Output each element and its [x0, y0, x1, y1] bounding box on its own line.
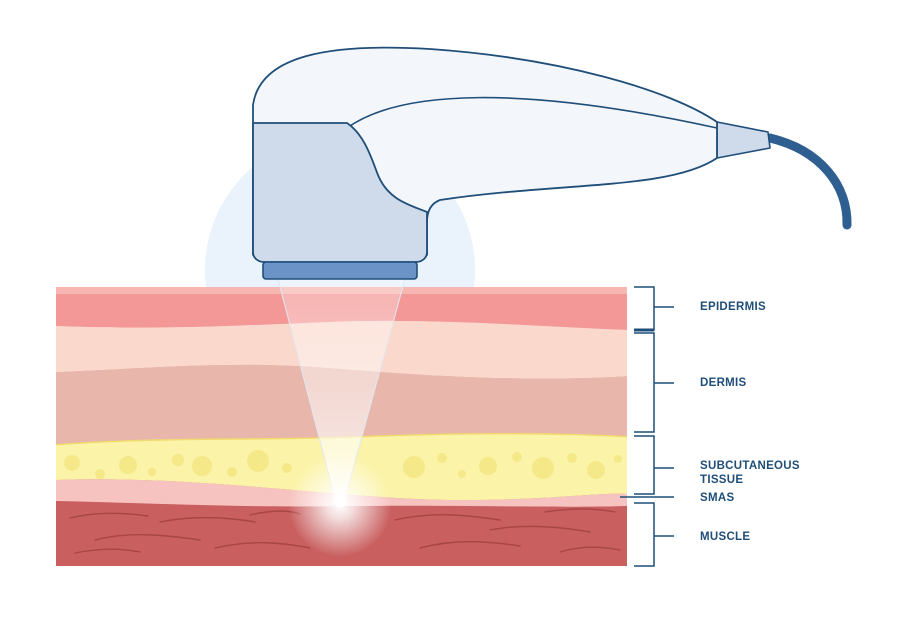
muscle-fibers [69, 508, 621, 554]
bracket-epidermis [634, 286, 655, 331]
smas-label: SMAS [700, 492, 735, 504]
muscle-label: MUSCLE [700, 531, 751, 543]
handpiece-cable [765, 133, 852, 230]
handpiece-contour-line [346, 96, 718, 129]
smas-layer [56, 479, 627, 507]
fat-globules [64, 450, 622, 479]
bracket-subcutaneous [634, 435, 655, 495]
handpiece-head [252, 122, 428, 263]
dermis-label: DERMIS [700, 377, 747, 389]
bracket-dermis [634, 332, 655, 433]
subcutaneous-tissue-label: SUBCUTANEOUS TISSUE [700, 460, 800, 486]
bracket-muscle [634, 502, 655, 567]
cable-connector [716, 121, 771, 159]
focal-point-core [333, 493, 347, 507]
transducer-tip [262, 261, 418, 280]
layer-brackets [620, 286, 674, 567]
epidermis-label: EPIDERMIS [700, 301, 766, 313]
